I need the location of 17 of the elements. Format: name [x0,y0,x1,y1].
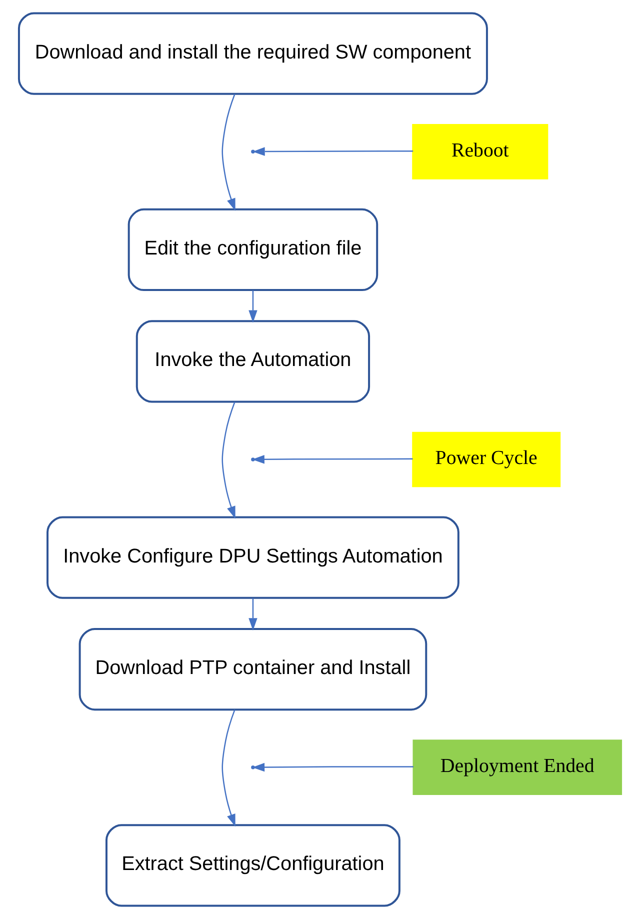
node-box: Download and install the required SW component [17,12,488,95]
arrow [221,710,235,827]
node-box: Edit the configuration file [127,208,378,292]
arrow [252,455,412,464]
node-box: Extract Settings/Configuration [105,824,400,907]
arrow [248,290,257,323]
node-box: Download PTP container and Install [78,628,427,711]
arrow [221,94,235,211]
node-box: Reboot [412,124,548,180]
arrow [252,762,413,772]
node-box: Deployment Ended [412,740,622,796]
arrow [248,598,257,631]
arrow [252,147,413,156]
node-box: Power Cycle [412,432,560,488]
node-box: Invoke Configure DPU Settings Automation [46,516,459,599]
arrow [221,402,235,519]
node-box: Invoke the Automation [135,320,370,403]
